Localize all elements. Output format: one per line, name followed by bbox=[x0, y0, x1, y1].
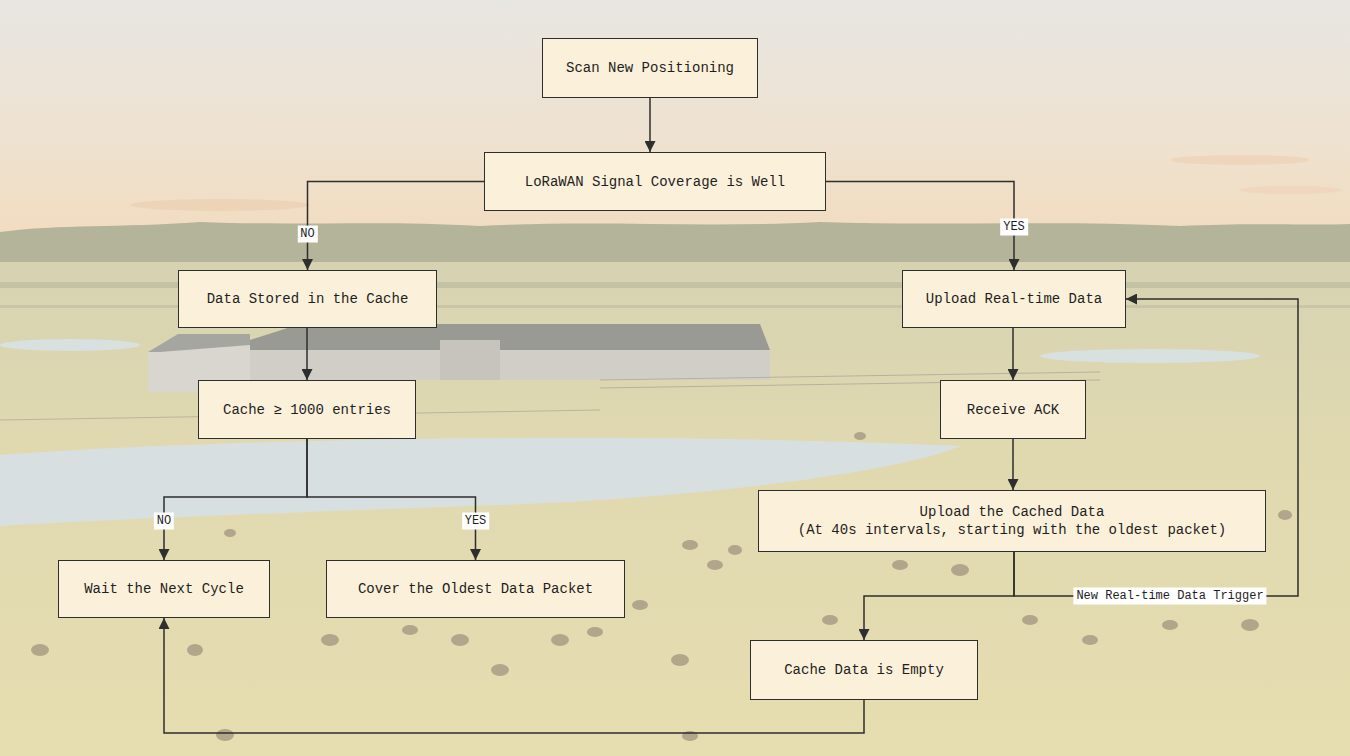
process-box: Wait the Next Cycle bbox=[58, 560, 270, 618]
box-text: Scan New Positioning bbox=[566, 59, 734, 77]
box-text: Receive ACK bbox=[967, 401, 1059, 419]
process-box: Cache Data is Empty bbox=[750, 640, 978, 700]
edge-label: NO bbox=[297, 225, 317, 242]
edge-label: YES bbox=[1000, 218, 1028, 235]
process-box: Cover the Oldest Data Packet bbox=[326, 560, 625, 618]
flow-arrow bbox=[826, 182, 1014, 271]
process-box: Scan New Positioning bbox=[542, 38, 758, 98]
box-text: Cache ≥ 1000 entries bbox=[223, 401, 391, 419]
box-text: Upload Real-time Data bbox=[926, 290, 1102, 308]
box-text: Wait the Next Cycle bbox=[84, 580, 244, 598]
flow-arrow bbox=[306, 328, 308, 380]
edge-label: YES bbox=[462, 513, 490, 530]
box-text: Cover the Oldest Data Packet bbox=[358, 580, 593, 598]
flow-arrow bbox=[164, 439, 307, 560]
box-text: (At 40s intervals, starting with the old… bbox=[798, 521, 1226, 539]
process-box: Upload the Cached Data(At 40s intervals,… bbox=[758, 490, 1266, 552]
box-text: Cache Data is Empty bbox=[784, 661, 944, 679]
edge-label: New Real-time Data Trigger bbox=[1073, 588, 1266, 605]
flow-arrow bbox=[864, 552, 1014, 640]
flow-arrow bbox=[307, 439, 476, 560]
process-box: Cache ≥ 1000 entries bbox=[198, 380, 416, 439]
process-box: LoRaWAN Signal Coverage is Well bbox=[484, 152, 826, 211]
flow-arrow bbox=[1012, 328, 1014, 380]
box-text: Upload the Cached Data bbox=[920, 503, 1105, 521]
flow-arrow bbox=[308, 182, 485, 271]
process-box: Upload Real-time Data bbox=[902, 270, 1126, 328]
edge-label: NO bbox=[154, 513, 174, 530]
box-text: Data Stored in the Cache bbox=[207, 290, 409, 308]
process-box: Data Stored in the Cache bbox=[178, 270, 437, 328]
flow-arrow bbox=[1012, 439, 1014, 490]
box-text: LoRaWAN Signal Coverage is Well bbox=[525, 173, 785, 191]
flow-arrow bbox=[649, 98, 651, 152]
process-box: Receive ACK bbox=[940, 380, 1086, 439]
